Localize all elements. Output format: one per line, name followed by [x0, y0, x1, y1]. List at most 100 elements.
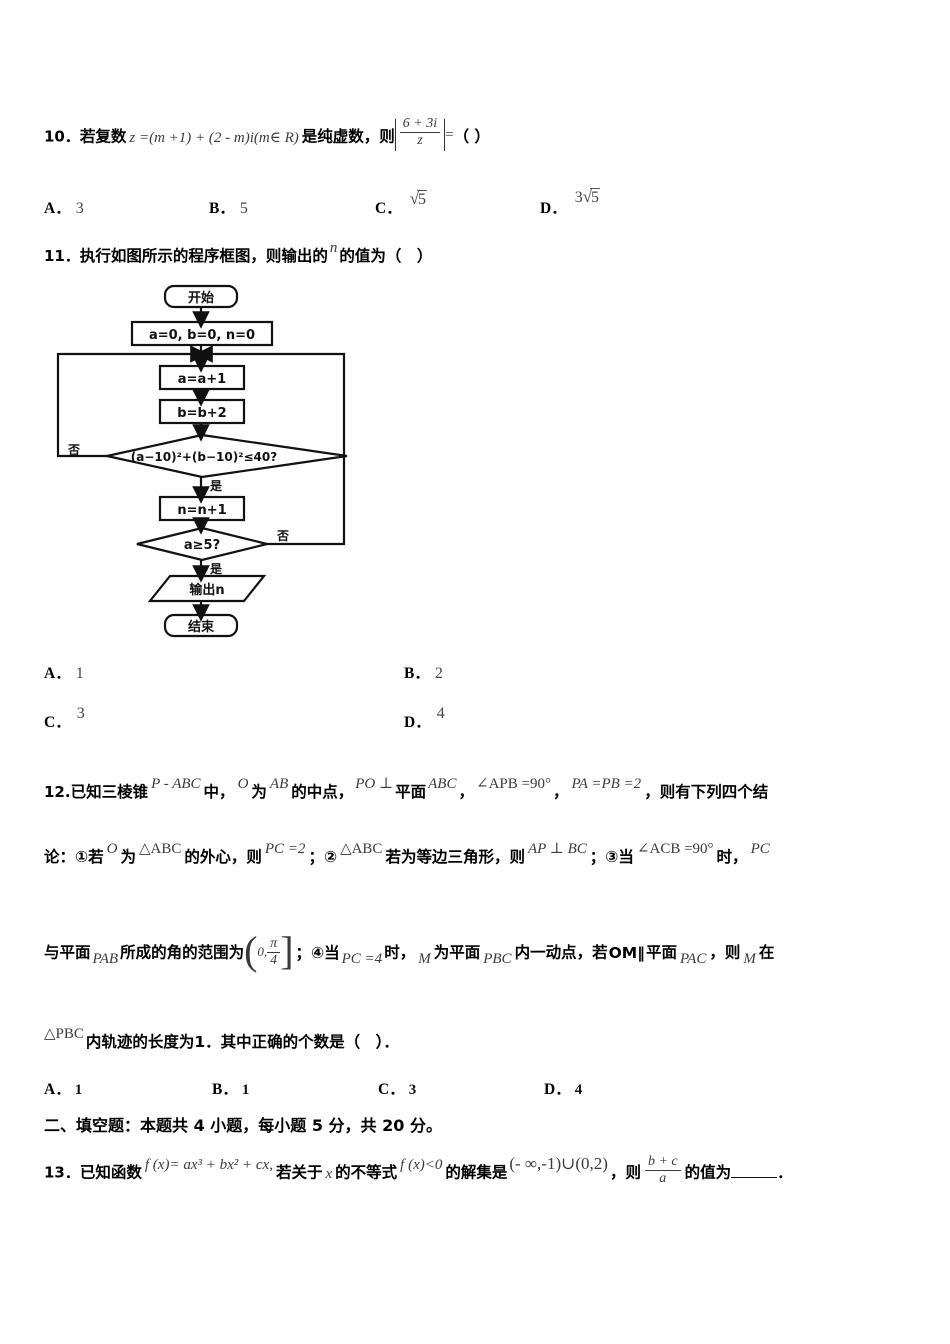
fraction-denominator: z: [399, 131, 441, 149]
q12-option-b[interactable]: B．1: [212, 1077, 249, 1099]
option-letter: A．: [44, 665, 71, 682]
option-letter: D．: [544, 1081, 571, 1098]
option-value: 3: [75, 200, 84, 217]
flowchart-cond2-yes-label: 是: [209, 562, 223, 576]
q11-option-a[interactable]: A．1: [44, 661, 84, 683]
q12-l3-t1: 与平面: [44, 943, 91, 962]
option-value: √5: [409, 189, 428, 208]
q12-l2-m6: ∠ACB =90°: [636, 841, 714, 857]
flowchart-step1-label: a=a+1: [178, 372, 226, 387]
option-value: 1: [75, 665, 84, 682]
q12-l2-t3: 的外心，则: [184, 848, 262, 866]
flowchart-step3-label: n=n+1: [177, 503, 226, 518]
fraction-numerator: 6 + 3i: [402, 116, 438, 131]
q12-l1-m3: AB: [269, 776, 289, 792]
q11-option-c[interactable]: C．3: [44, 705, 85, 732]
q12-l1-t7: ，: [552, 783, 569, 801]
q13-t6: 的值为: [684, 1163, 732, 1182]
answer-blank[interactable]: [731, 1165, 778, 1178]
q10-option-b[interactable]: B．5: [209, 196, 248, 218]
flowchart-cond2-no-label: 否: [276, 529, 289, 543]
interval-frac-den: 4: [267, 951, 281, 969]
q12-l1-m6: ∠APB =90°: [476, 776, 551, 792]
q12-l1-t4: 的中点，: [291, 783, 354, 801]
option-value: 1: [74, 1082, 83, 1098]
question-11-text-b: 的值为（ ）: [339, 247, 433, 265]
q12-l3-t5: 为平面: [433, 943, 481, 962]
question-12-number: 12.: [44, 783, 71, 801]
q12-l2-m3: PC =2: [264, 841, 306, 857]
flowchart-init-label: a=0, b=0, n=0: [149, 328, 255, 343]
option-letter: C．: [378, 1081, 405, 1098]
q12-l2-m5: AP ⊥ BC: [527, 841, 587, 857]
q12-l1-m5: ABC: [428, 776, 457, 792]
interval-frac-num: π: [270, 936, 278, 951]
q12-option-a[interactable]: A．1: [44, 1077, 82, 1099]
q12-l1-m7: PA =PB =2: [571, 776, 642, 792]
q12-l3-m3: M: [418, 950, 431, 967]
fraction-denominator: a: [644, 1169, 681, 1187]
q12-option-d[interactable]: D．4: [544, 1077, 582, 1099]
interval-open-paren: (: [244, 928, 258, 974]
q12-l1-t3: 为: [251, 783, 267, 801]
q12-l2-t1: 论：①若: [44, 848, 104, 866]
q12-l1-t1: 已知三棱锥: [70, 783, 149, 801]
question-10-text-before: 若复数: [79, 127, 127, 146]
q10-option-c[interactable]: C． √5: [375, 189, 428, 218]
option-value: 2: [434, 665, 443, 682]
fraction-numerator: b + c: [647, 1154, 678, 1169]
option-value: 3√5: [574, 187, 601, 206]
option-letter: A．: [44, 200, 71, 217]
q12-l4-t1: 内轨迹的长度为1．其中正确的个数是（ ）．: [85, 1033, 399, 1051]
q13-m1: f (x)= ax³ + bx² + cx,: [144, 1156, 273, 1173]
q13-t7: ．: [777, 1163, 793, 1182]
q12-l3-t2: 所成的角的范围为: [120, 943, 245, 962]
q12-l3-m7: M: [743, 950, 756, 967]
q11-option-d[interactable]: D．4: [404, 705, 445, 732]
q11-option-b[interactable]: B．2: [404, 661, 443, 683]
q10-option-a[interactable]: A．3: [44, 196, 84, 218]
option-value: 4: [436, 705, 445, 722]
q12-l3-m4: PBC: [483, 950, 512, 967]
q12-l2-t5: 若为等边三角形，则: [385, 848, 525, 866]
option-letter: A．: [44, 1081, 71, 1098]
q12-l1-t2: 中，: [203, 783, 235, 801]
q12-l3-m1: PAB: [92, 950, 119, 967]
q12-l1-t8: ，则有下列四个结: [644, 783, 769, 801]
interval-lower-bound: 0,: [257, 943, 268, 959]
flowchart-cond1-label: (a−10)²+(b−10)²≤40?: [131, 450, 277, 464]
q12-l4-m1: △PBC: [44, 1026, 84, 1042]
option-letter: B．: [404, 665, 430, 682]
q12-l2-t6: ；③当: [589, 848, 634, 866]
flowchart-start-label: 开始: [188, 290, 214, 306]
option-value: 4: [574, 1082, 583, 1098]
option-letter: C．: [375, 200, 402, 217]
q13-t2: 若关于: [275, 1163, 323, 1182]
flowchart-cond1-yes-label: 是: [209, 479, 223, 493]
question-10-text-mid: 是纯虚数，则: [301, 127, 395, 146]
q12-l3-t3: ；④当: [295, 943, 340, 962]
section-header-fill-in-blank: 二、填空题：本题共 4 小题，每小题 5 分，共 20 分。: [44, 1116, 442, 1135]
q12-option-c[interactable]: C．3: [378, 1077, 416, 1099]
option-letter: B．: [209, 200, 235, 217]
flowchart-output-label: 输出n: [189, 582, 224, 598]
q12-l1-m1: P - ABC: [151, 776, 201, 792]
q13-t1: 已知函数: [79, 1163, 142, 1182]
q12-l3-t6: 内一动点，若: [514, 943, 608, 962]
q12-l2-t7: 时，: [716, 848, 748, 866]
q13-t3: 的不等式: [335, 1163, 398, 1182]
option-letter: C．: [44, 714, 71, 731]
question-10-answer-paren: （ ）: [453, 127, 490, 146]
flowchart-cond2-label: a≥5?: [184, 538, 220, 553]
option-value: 5: [239, 200, 248, 217]
q10-option-d[interactable]: D．3√5: [540, 187, 601, 218]
q12-l1-t6: ，: [458, 783, 474, 801]
q12-l3-t9: 在: [758, 943, 775, 962]
q12-l2-m7: PC: [750, 841, 770, 857]
